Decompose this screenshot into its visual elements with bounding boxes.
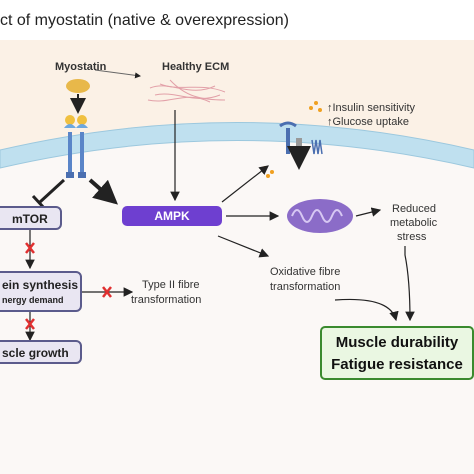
receptor-inhibits-mtor	[38, 178, 66, 204]
glucose-uptake-label: ↑Glucose uptake	[327, 116, 409, 128]
mito-to-reduced-arrow	[355, 207, 382, 217]
ecm-fibres-icon	[147, 79, 226, 103]
extracellular-area	[0, 40, 474, 150]
glucose-transporter-icon	[279, 121, 323, 170]
reduced-label-line1: Reduced	[392, 203, 437, 215]
myostatin-ligand-icon	[66, 79, 90, 93]
outcome-box: Muscle durability Fatigue resistance	[320, 326, 474, 380]
energy-demand-label: nergy demand	[2, 295, 64, 305]
protein-synthesis-label: ein synthesis	[2, 278, 79, 292]
muscle-durability-label: Muscle durability	[335, 334, 459, 351]
reduced-label-line2: metabolic	[390, 217, 438, 229]
muscle-growth-label: scle growth	[2, 346, 69, 360]
figure-title: ct of myostatin (native & overexpression…	[0, 12, 290, 29]
myostatin-to-ecm-arrow	[94, 69, 141, 79]
fatigue-resistance-label: Fatigue resistance	[331, 356, 463, 373]
muscle-growth-box: scle growth	[0, 340, 82, 364]
mtor-box: mTOR	[0, 206, 62, 230]
ampk-to-glucose-arrow	[221, 165, 269, 203]
oxidative-label-line1: Oxidative fibre	[270, 266, 341, 278]
insulin-sensitivity-label: ↑Insulin sensitivity	[327, 102, 416, 114]
mitochondrion-icon	[287, 199, 353, 233]
reduced-to-outcome-arrow	[404, 246, 415, 322]
myostatin-label: Myostatin	[55, 61, 107, 73]
ampk-to-oxidative-arrow	[217, 235, 270, 258]
cell-membrane	[0, 122, 474, 169]
type2-label-line2: transformation	[131, 294, 202, 306]
mtor-label: mTOR	[12, 212, 48, 226]
oxidative-label-line2: transformation	[270, 281, 341, 293]
oxidative-to-outcome-arrow	[334, 298, 399, 322]
ampk-box: AMPK	[122, 206, 222, 226]
receptor-to-ampk-arrow	[88, 178, 119, 205]
type2-label-line1: Type II fibre	[142, 279, 200, 291]
reduced-label-line3: stress	[397, 231, 427, 243]
healthy-ecm-label: Healthy ECM	[162, 61, 230, 73]
receptor-icon	[64, 115, 88, 178]
protein-synthesis-box: ein synthesis nergy demand	[0, 271, 82, 312]
inhibition-x-icon	[25, 242, 112, 330]
